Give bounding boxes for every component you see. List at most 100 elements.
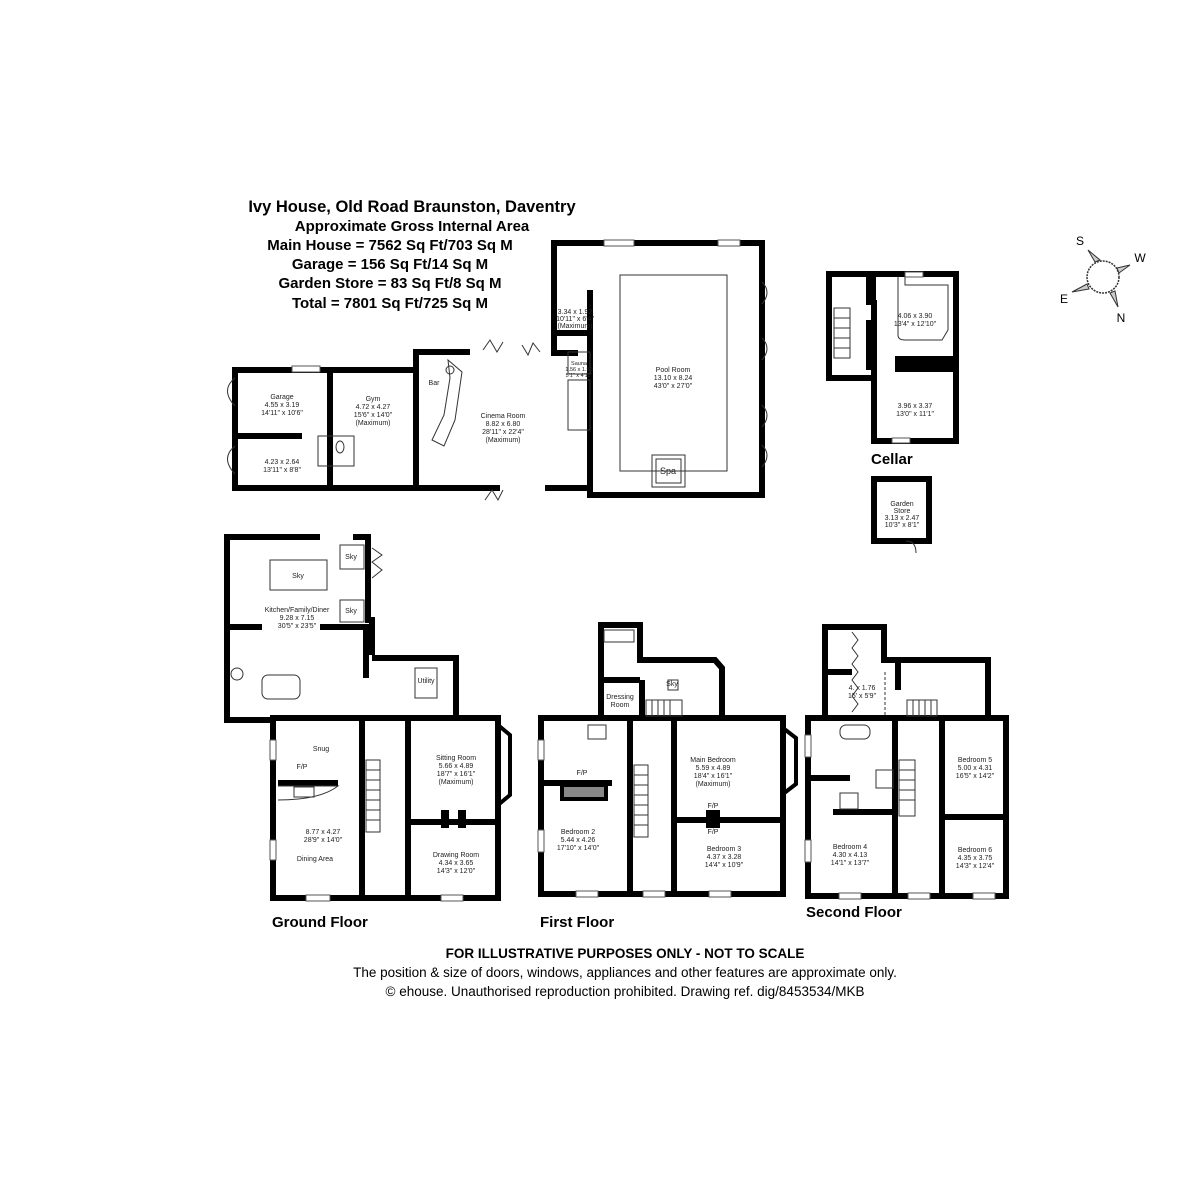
bedroom2-metric: 5.44 x 4.26 bbox=[561, 837, 596, 844]
bedroom5-imperial: 16'5" x 14'2" bbox=[956, 773, 995, 780]
outbuilding-labels: Garage 4.55 x 3.19 14'11" x 10'6" 4.23 x… bbox=[261, 380, 525, 474]
sauna-imperial: 5'1" x 4'11" bbox=[566, 373, 593, 379]
main-bedroom-imperial: 18'4" x 16'1" bbox=[694, 773, 733, 780]
dressing-name1: Dressing bbox=[606, 694, 634, 701]
sky-label-mid: Sky bbox=[345, 608, 357, 615]
area-total: Total = 7801 Sq Ft/725 Sq M bbox=[292, 295, 488, 312]
annex-metric: 4.23 x 2.64 bbox=[265, 459, 300, 466]
second-landing-metric: 4. x 1.76 bbox=[849, 685, 876, 692]
bar-label: Bar bbox=[429, 380, 441, 387]
bedroom5-metric: 5.00 x 4.31 bbox=[958, 765, 993, 772]
dining-name: Dining Area bbox=[297, 856, 333, 863]
fireplace-label-bed3: F/P bbox=[708, 829, 719, 836]
cinema-imperial: 28'11" x 22'4" bbox=[482, 429, 524, 436]
bedroom6-name: Bedroom 6 bbox=[958, 847, 992, 854]
ground-floor-walls bbox=[224, 534, 512, 902]
compass-n: N bbox=[1117, 311, 1126, 325]
bedroom6-imperial: 14'3" x 12'4" bbox=[956, 863, 995, 870]
bedroom4-metric: 4.30 x 4.13 bbox=[833, 852, 868, 859]
bedroom2-name: Bedroom 2 bbox=[561, 829, 595, 836]
sauna-metric: 1.56 x 1.50 bbox=[565, 367, 592, 373]
sitting-metric: 5.66 x 4.89 bbox=[439, 763, 474, 770]
cinema-metric: 8.82 x 6.80 bbox=[486, 421, 521, 428]
kitchen-metric: 9.28 x 7.15 bbox=[280, 615, 315, 622]
area-main-house: Main House = 7562 Sq Ft/703 Sq M bbox=[267, 237, 513, 254]
bedroom5-name: Bedroom 5 bbox=[958, 757, 992, 764]
garage-imperial: 14'11" x 10'6" bbox=[261, 410, 303, 417]
utility-label: Utility bbox=[417, 678, 435, 685]
garden-store-metric: 3.13 x 2.47 bbox=[885, 515, 920, 522]
spa-label: Spa bbox=[660, 466, 676, 476]
bedroom6-metric: 4.35 x 3.75 bbox=[958, 855, 993, 862]
sky-label-top: Sky bbox=[345, 554, 357, 561]
garden-store-name1: Garden bbox=[890, 501, 913, 508]
garden-store-name2: Store bbox=[894, 508, 911, 515]
property-title: Ivy House, Old Road Braunston, Daventry bbox=[248, 198, 576, 216]
outbuilding-walls bbox=[227, 339, 578, 502]
main-bedroom-metric: 5.59 x 4.89 bbox=[696, 765, 731, 772]
bedroom3-imperial: 14'4" x 10'9" bbox=[705, 862, 744, 869]
cellar-room1-metric: 4.06 x 3.90 bbox=[898, 313, 933, 320]
gym-metric: 4.72 x 4.27 bbox=[356, 404, 391, 411]
dining-imperial: 28'9" x 14'0" bbox=[304, 837, 343, 844]
snug-label: Snug bbox=[313, 746, 329, 753]
disclaimer: FOR ILLUSTRATIVE PURPOSES ONLY - NOT TO … bbox=[446, 946, 805, 961]
bedroom3-metric: 4.37 x 3.28 bbox=[707, 854, 742, 861]
compass-e: E bbox=[1060, 292, 1068, 306]
pool-building-labels: 3.34 x 1.92 10'11" x 6'4" (Maximum) Saun… bbox=[556, 309, 693, 476]
ground-floor-label: Ground Floor bbox=[272, 914, 368, 931]
bedroom4-imperial: 14'1" x 13'7" bbox=[831, 860, 870, 867]
second-floor-labels: 4. x 1.76 15' x 5'9" Bedroom 5 5.00 x 4.… bbox=[806, 685, 995, 921]
sauna-name: Sauna bbox=[571, 361, 588, 367]
second-floor-label: Second Floor bbox=[806, 904, 902, 921]
cinema-note: (Maximum) bbox=[486, 437, 521, 444]
cellar-room2-metric: 3.96 x 3.37 bbox=[898, 403, 933, 410]
fireplace-label-ground: F/P bbox=[297, 764, 308, 771]
sitting-name: Sitting Room bbox=[436, 755, 476, 762]
dressing-name2: Room bbox=[611, 702, 630, 709]
pool-metric: 13.10 x 8.24 bbox=[654, 375, 693, 382]
area-garden-store: Garden Store = 83 Sq Ft/8 Sq M bbox=[279, 275, 502, 292]
copyright: © ehouse. Unauthorised reproduction proh… bbox=[386, 984, 865, 999]
first-floor-labels: Dressing Room Sky Main Bedroom 5.59 x 4.… bbox=[540, 681, 744, 931]
dining-metric: 8.77 x 4.27 bbox=[306, 829, 341, 836]
compass-icon: S W E N bbox=[1060, 234, 1146, 325]
cellar-room2-imperial: 13'0" x 11'1" bbox=[896, 411, 934, 418]
bedroom4-name: Bedroom 4 bbox=[833, 844, 867, 851]
pool-building-walls bbox=[551, 239, 768, 498]
gym-imperial: 15'6" x 14'0" bbox=[354, 412, 393, 419]
main-bedroom-note: (Maximum) bbox=[696, 781, 731, 788]
gym-name: Gym bbox=[366, 396, 381, 403]
pool-side-metric: 3.34 x 1.92 bbox=[558, 309, 593, 316]
drawing-metric: 4.34 x 3.65 bbox=[439, 860, 474, 867]
kitchen-name: Kitchen/Family/Diner bbox=[265, 607, 330, 614]
sitting-note: (Maximum) bbox=[439, 779, 474, 786]
main-bedroom-name: Main Bedroom bbox=[690, 757, 736, 764]
sky-label-first: Sky bbox=[666, 681, 678, 688]
drawing-imperial: 14'3" x 12'0" bbox=[437, 868, 476, 875]
cellar-labels: 4.06 x 3.90 13'4" x 12'10" 3.96 x 3.37 1… bbox=[871, 313, 937, 529]
cinema-name: Cinema Room bbox=[481, 413, 526, 420]
first-floor-label: First Floor bbox=[540, 914, 614, 931]
pool-imperial: 43'0" x 27'0" bbox=[654, 383, 693, 390]
cellar-walls bbox=[826, 271, 959, 554]
garage-metric: 4.55 x 3.19 bbox=[265, 402, 300, 409]
pool-side-note: (Maximum) bbox=[558, 323, 593, 330]
drawing-name: Drawing Room bbox=[433, 852, 479, 859]
garden-store-imperial: 10'3" x 8'1" bbox=[885, 522, 920, 529]
second-floor-walls bbox=[804, 624, 1009, 900]
kitchen-imperial: 30'5" x 23'5" bbox=[278, 623, 317, 630]
pool-side-imperial: 10'11" x 6'4" bbox=[556, 316, 594, 323]
compass-w: W bbox=[1134, 251, 1146, 265]
area-subtitle: Approximate Gross Internal Area bbox=[295, 218, 530, 235]
features-note: The position & size of doors, windows, a… bbox=[353, 965, 897, 980]
pool-name: Pool Room bbox=[656, 367, 691, 374]
gym-note: (Maximum) bbox=[356, 420, 391, 427]
first-floor-walls bbox=[537, 622, 798, 898]
cellar-room1-imperial: 13'4" x 12'10" bbox=[894, 321, 937, 328]
bedroom3-name: Bedroom 3 bbox=[707, 846, 741, 853]
annex-imperial: 13'11" x 8'8" bbox=[263, 467, 301, 474]
fireplace-label-bed2: F/P bbox=[577, 770, 588, 777]
compass-s: S bbox=[1076, 234, 1084, 248]
